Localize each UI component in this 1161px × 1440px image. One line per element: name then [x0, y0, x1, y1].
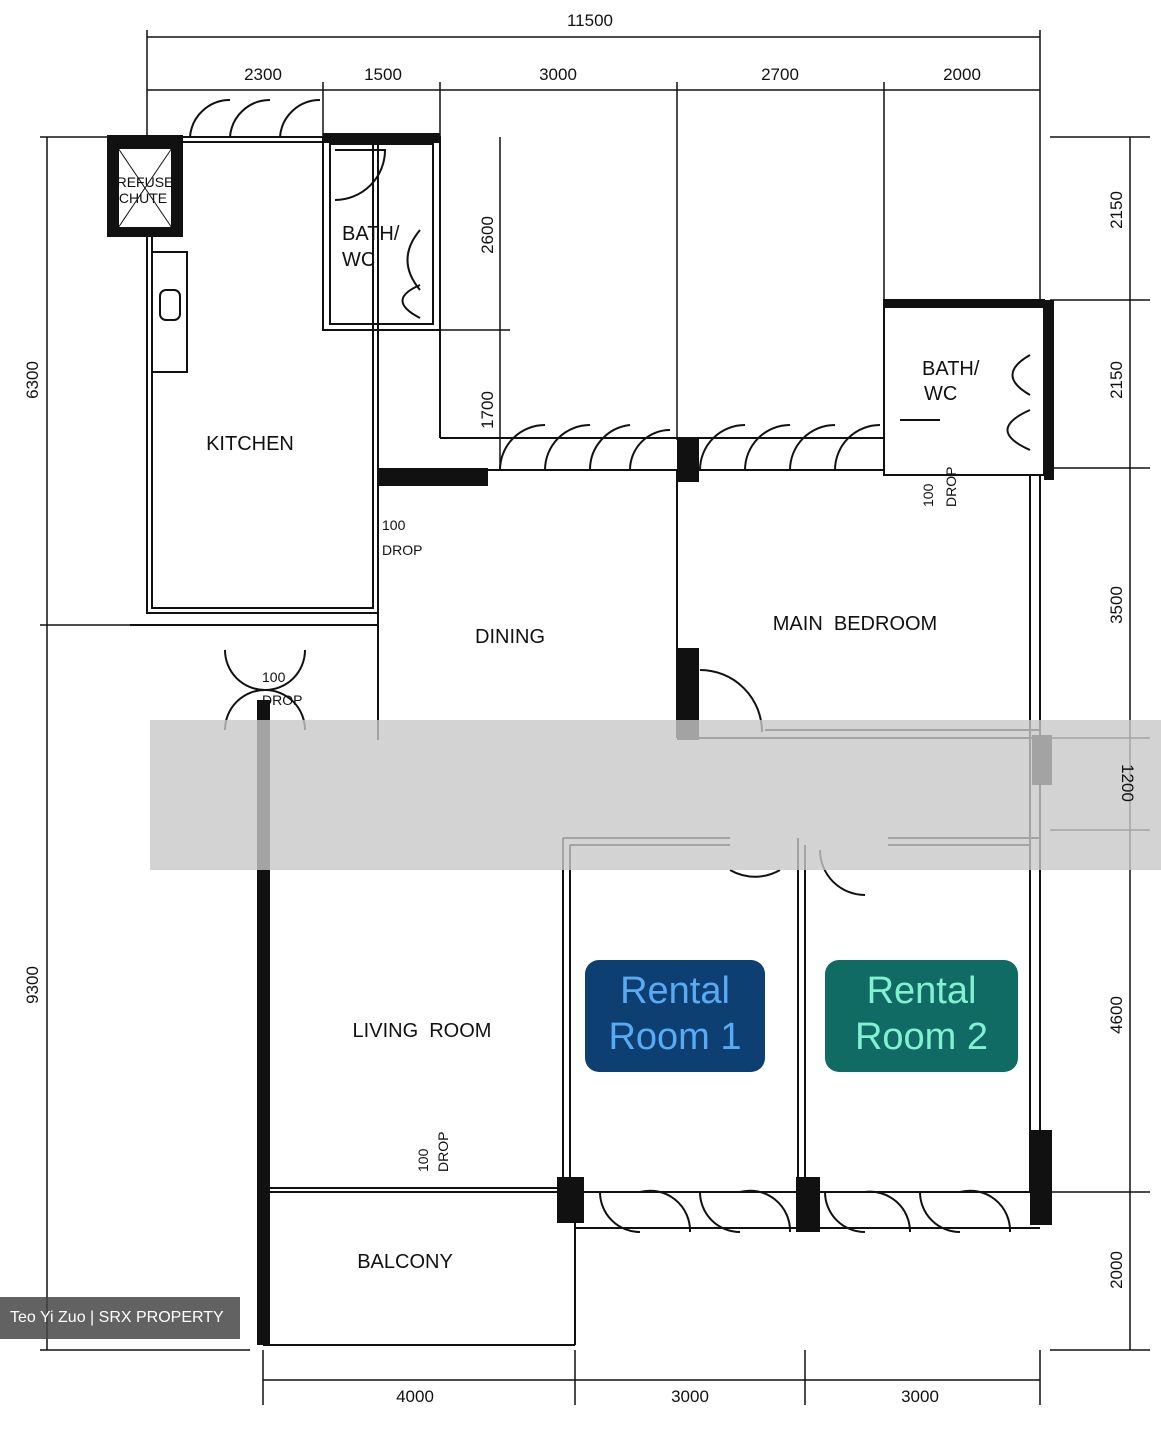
bath2-label-2: WC: [924, 383, 957, 405]
drop-value-dining: 100: [382, 517, 406, 533]
dim-right-5: 4600: [1107, 996, 1126, 1034]
drop-label-living: DROP: [435, 1132, 451, 1172]
rental-room-1-badge: Rental Room 1: [585, 960, 765, 1072]
refuse-chute-label-1: REFUSE: [117, 174, 174, 190]
dim-bottom-1: 4000: [396, 1387, 434, 1406]
dim-overall-width: 11500: [567, 11, 613, 30]
dim-inner-2: 1700: [478, 391, 497, 429]
dim-right-3: 3500: [1107, 586, 1126, 624]
dim-bottom-3: 3000: [901, 1387, 939, 1406]
dim-left-1: 6300: [23, 361, 42, 399]
dim-bottom-2: 3000: [671, 1387, 709, 1406]
main-bedroom-label: MAIN BEDROOM: [773, 613, 937, 635]
dimension-labels: 11500 2300 1500 3000 2700 2000 6300 9300…: [23, 11, 1137, 1406]
dim-right-4: 1200: [1118, 764, 1137, 802]
drop-label-kitchen: DROP: [262, 692, 302, 708]
dim-left-2: 9300: [23, 966, 42, 1004]
drop-label-bath2: DROP: [943, 467, 959, 507]
refuse-chute-cross: [117, 147, 173, 229]
dim-top-1: 2300: [244, 65, 282, 84]
rental-room-1-line1: Rental: [620, 970, 730, 1012]
kitchen-label: KITCHEN: [206, 433, 294, 455]
living-room-label: LIVING ROOM: [353, 1020, 492, 1042]
rental-room-1-line2: Room 1: [608, 1016, 742, 1058]
rental-room-2-line2: Room 2: [854, 1016, 989, 1058]
dim-top-3: 3000: [539, 65, 577, 84]
rental-room-2-badge: Rental Room 2: [825, 960, 1018, 1072]
bath2-label-1: BATH/: [922, 358, 980, 380]
bath1-label-2: WC: [342, 249, 375, 271]
drop-value-living: 100: [415, 1148, 431, 1172]
drop-label-dining: DROP: [382, 542, 422, 558]
dimension-lines: [40, 30, 1150, 1405]
dim-right-1: 2150: [1107, 191, 1126, 229]
dim-right-6: 2000: [1107, 1251, 1126, 1289]
drop-value-kitchen: 100: [262, 669, 286, 685]
gray-overlay-band: [150, 720, 1161, 870]
drop-notes: 100 DROP 100 DROP 100 DROP 100 DROP: [262, 467, 959, 1172]
refuse-chute-label-2: CHUTE: [119, 190, 167, 206]
dining-label: DINING: [475, 626, 545, 648]
watermark: Teo Yi Zuo | SRX PROPERTY: [0, 1297, 240, 1339]
balcony-label: BALCONY: [357, 1251, 453, 1273]
dim-right-2: 2150: [1107, 361, 1126, 399]
bath1-label-1: BATH/: [342, 223, 400, 245]
drop-value-bath2: 100: [920, 483, 936, 507]
dim-top-5: 2000: [943, 65, 981, 84]
room-labels: REFUSE CHUTE BATH/ WC BATH/ WC KITCHEN D…: [117, 174, 980, 1273]
dim-inner-1: 2600: [478, 216, 497, 254]
dim-top-2: 1500: [364, 65, 402, 84]
dim-top-4: 2700: [761, 65, 799, 84]
rental-room-2-line1: Rental: [866, 970, 977, 1012]
